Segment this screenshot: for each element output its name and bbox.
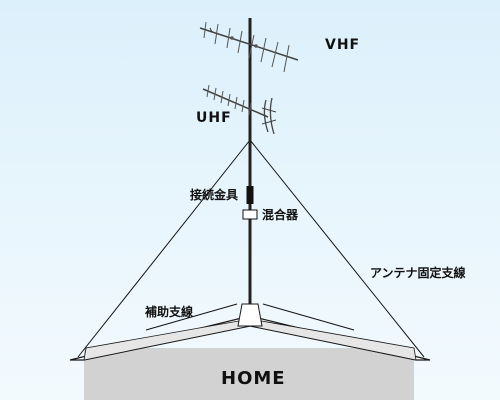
stay-wire-label: アンテナ固定支線 <box>370 266 466 280</box>
auxiliary-wire-label: 補助支線 <box>145 305 194 319</box>
mixer-box <box>242 209 258 220</box>
connector-label: 接続金具 <box>190 188 239 202</box>
mixer-label: 混合器 <box>262 208 299 222</box>
uhf-antenna <box>202 84 277 135</box>
home-label: HOME <box>221 368 286 389</box>
stay-wires <box>77 139 425 358</box>
connector-bracket <box>246 186 254 204</box>
uhf-label: UHF <box>196 110 232 126</box>
auxiliary-wires <box>145 303 355 331</box>
roof <box>69 303 431 361</box>
house-wall <box>84 348 414 400</box>
roof-mount-base <box>237 303 263 327</box>
vhf-antenna <box>199 21 299 73</box>
vhf-label: VHF <box>325 37 361 53</box>
